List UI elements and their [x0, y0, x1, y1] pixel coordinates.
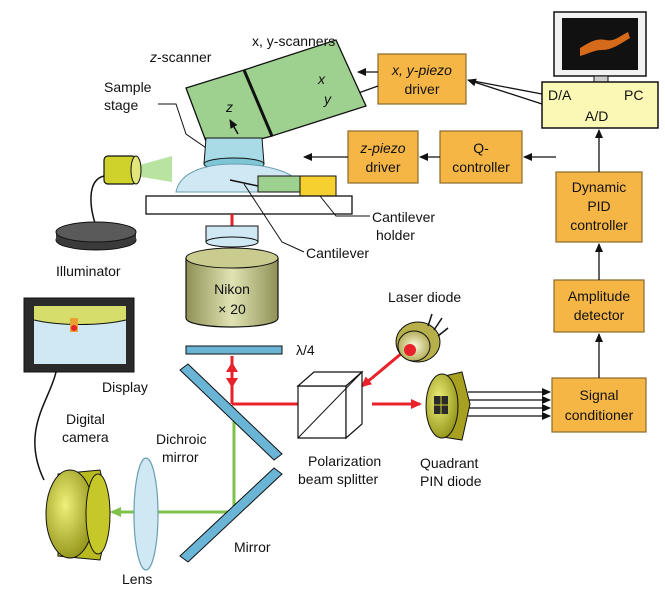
svg-text:Signal: Signal: [580, 387, 619, 403]
scanner-z-axis: z: [225, 99, 233, 115]
svg-text:Dynamic: Dynamic: [572, 179, 626, 195]
lens: [133, 457, 159, 571]
quadrant-diode-label-line2: PIN diode: [420, 473, 482, 489]
cantilever-holder-label-line2: holder: [376, 227, 415, 243]
digital-camera-label-line1: Digital: [66, 411, 105, 427]
illuminator: [55, 155, 172, 251]
pc-label: PC: [624, 87, 643, 103]
svg-text:controller: controller: [570, 217, 628, 233]
pbs-label-line2: beam splitter: [298, 471, 378, 487]
scanner-y-axis: y: [323, 91, 332, 107]
signal-conditioner-block: Signal conditioner: [551, 377, 647, 433]
display-label: Display: [102, 379, 148, 395]
laser-diode: [395, 313, 449, 363]
objective-lens: Nikon × 20: [185, 225, 279, 328]
digital-camera: [45, 469, 111, 561]
scanner-x-axis: x: [317, 71, 326, 87]
svg-text:z-piezo: z-piezo: [359, 140, 405, 156]
cantilever-holder-label-line1: Cantilever: [372, 209, 435, 225]
svg-text:driver: driver: [404, 81, 439, 97]
sample-stage-label-line1: Sample: [104, 79, 152, 95]
z-scanner-label: z-scanner: [149, 49, 212, 65]
cantilever-label: Cantilever: [306, 245, 369, 261]
dichroic-mirror-label-line2: mirror: [162, 449, 199, 465]
pc-monitor: [553, 11, 647, 83]
quadrant-diode-label-line1: Quadrant: [420, 455, 478, 471]
digital-camera-label-line2: camera: [62, 429, 109, 445]
quarter-wave-plate: [185, 345, 283, 355]
mirror: [179, 467, 283, 563]
svg-text:Q-: Q-: [473, 140, 489, 156]
q-controller-block: Q- controller: [439, 130, 523, 184]
dichroic-mirror-label-line1: Dichroic: [156, 431, 207, 447]
pc-ad-label: A/D: [585, 108, 608, 124]
svg-text:× 20: × 20: [218, 301, 246, 317]
base-plate: [145, 195, 353, 215]
xy-scanners-label: x, y-scanners: [252, 33, 335, 49]
polarization-beam-splitter: [296, 370, 364, 440]
quadrant-pin-diode: [425, 371, 471, 441]
amplitude-detector-block: Amplitude detector: [553, 279, 645, 333]
display-cable: [34, 371, 57, 481]
svg-text:driver: driver: [365, 159, 400, 175]
cantilever: [229, 179, 259, 187]
illuminator-label: Illuminator: [56, 263, 121, 279]
svg-text:Amplitude: Amplitude: [568, 288, 630, 304]
svg-text:conditioner: conditioner: [565, 407, 634, 423]
svg-text:Nikon: Nikon: [214, 281, 250, 297]
dichroic-mirror: [179, 363, 283, 461]
svg-text:x, y-piezo: x, y-piezo: [391, 62, 452, 78]
mirror-label: Mirror: [234, 539, 271, 555]
z-piezo-driver-block: z-piezo driver: [347, 130, 419, 184]
svg-text:PID: PID: [587, 198, 610, 214]
lens-label: Lens: [122, 571, 152, 587]
pc-box: D/A PC A/D: [541, 81, 659, 129]
pc-da-label: D/A: [548, 87, 572, 103]
xy-piezo-driver-block: x, y-piezo driver: [377, 53, 467, 105]
pbs-label-line1: Polarization: [308, 453, 381, 469]
imaging-beam: [110, 408, 236, 517]
quarter-wave-label: λ/4: [296, 342, 315, 358]
svg-text:controller: controller: [452, 159, 510, 175]
sample-stage-label-line2: stage: [104, 97, 138, 113]
dynamic-pid-controller-block: Dynamic PID controller: [555, 171, 643, 243]
cantilever-holder: [257, 175, 337, 197]
display-monitor: [23, 297, 135, 373]
svg-text:detector: detector: [574, 307, 625, 323]
scanner-assembly: x y z: [185, 39, 367, 153]
laser-diode-label: Laser diode: [388, 289, 461, 305]
